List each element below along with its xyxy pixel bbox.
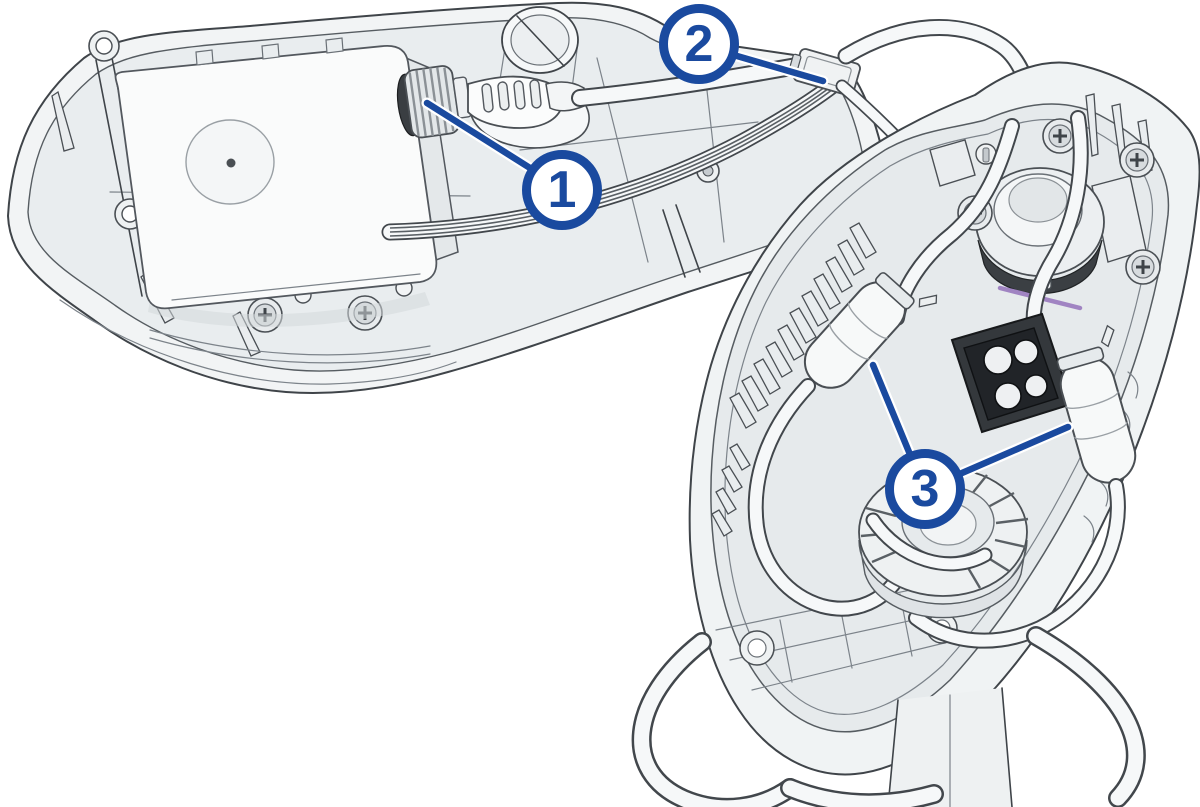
callout-2-label: 2 <box>684 15 714 73</box>
left-cover <box>6 1 890 395</box>
inline-connector-left <box>803 272 938 389</box>
callout-2: 2 <box>659 4 739 84</box>
module-shadow <box>148 292 430 328</box>
callout-1-label: 1 <box>547 161 577 219</box>
leader-line-3 <box>958 423 1072 477</box>
leader-line-3 <box>869 361 913 456</box>
leader-line-1 <box>423 99 534 172</box>
bracket-left <box>929 139 976 187</box>
callout-1: 1 <box>522 150 602 230</box>
cable-plug <box>467 75 590 149</box>
control-module <box>114 37 459 310</box>
right-housing <box>688 61 1200 776</box>
leader-line-2 <box>733 52 827 85</box>
ribbon-cable <box>381 69 851 241</box>
terminal-block <box>950 312 1074 434</box>
cover-tube-boss <box>491 6 579 131</box>
callout-3: 3 <box>885 449 965 529</box>
lower-shaft <box>887 687 1013 807</box>
heatsink-fins <box>711 222 877 537</box>
inline-connector-right <box>1056 324 1137 484</box>
callout-3-label: 3 <box>910 460 940 518</box>
